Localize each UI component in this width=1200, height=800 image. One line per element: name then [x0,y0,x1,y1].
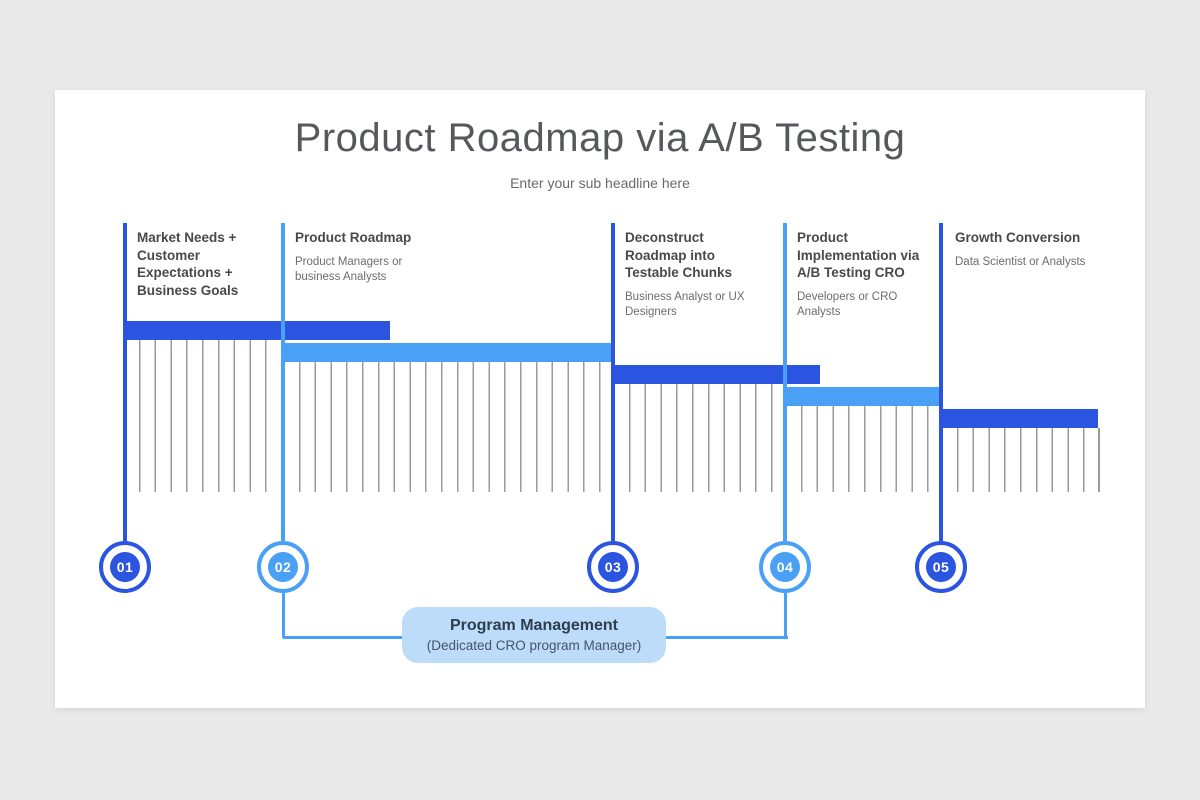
stage-3-text: Deconstruct Roadmap into Testable Chunks… [625,229,747,320]
stage-4-hatch [785,406,943,492]
stage-3-number: 03 [598,552,628,582]
stage-3-marker: 03 [587,541,639,593]
stage-5-bar [939,409,1098,428]
stage-4-subtitle: Developers or CRO Analysts [797,290,898,318]
stage-1-marker: 01 [99,541,151,593]
stage-5-title: Growth Conversion [955,230,1081,245]
stage-4-marker: 04 [759,541,811,593]
program-management-subtitle: (Dedicated CRO program Manager) [426,638,642,653]
stage-1-text: Market Needs + Customer Expectations + B… [137,229,255,307]
program-management-bubble: Program Management (Dedicated CRO progra… [402,607,666,663]
slide-title: Product Roadmap via A/B Testing [294,116,906,160]
slide-subtitle: Enter your sub headline here [510,175,690,191]
stage-2-title: Product Roadmap [295,230,412,245]
stage-2-number: 02 [268,552,298,582]
stage-2-hatch [283,362,615,492]
stage-2-bar [281,343,613,362]
stage-2-text: Product Roadmap Product Managers or busi… [295,229,427,285]
stage-5-hatch [941,428,1100,492]
program-management-title: Program Management [449,617,619,634]
stage-5-marker: 05 [915,541,967,593]
stage-4-bar [783,387,941,406]
stage-5-line [939,223,943,541]
stage-5-subtitle: Data Scientist or Analysts [955,255,1086,268]
stage-4-title: Product Implementation via A/B Testing C… [797,230,920,280]
stage-3-hatch [613,384,787,492]
stage-2-marker: 02 [257,541,309,593]
stage-1-line [123,223,127,541]
stage-5-text: Growth Conversion Data Scientist or Anal… [955,229,1115,270]
stage-3-title: Deconstruct Roadmap into Testable Chunks [625,230,733,280]
bracket-tail-left [281,593,285,638]
stage-1-hatch [123,340,285,492]
stage-1-title: Market Needs + Customer Expectations + B… [137,230,239,298]
stage-2-subtitle: Product Managers or business Analysts [295,255,403,283]
bracket-tail-right [783,593,787,638]
stage-1-number: 01 [110,552,140,582]
stage-3-bar [611,365,820,384]
stage-1-bar [123,321,390,340]
stage-4-text: Product Implementation via A/B Testing C… [797,229,937,320]
stage-4-number: 04 [770,552,800,582]
stage-2-line [281,223,285,541]
stage-3-subtitle: Business Analyst or UX Designers [625,290,745,318]
stage-5-number: 05 [926,552,956,582]
stage-4-line [783,223,787,541]
stage-3-line [611,223,615,541]
